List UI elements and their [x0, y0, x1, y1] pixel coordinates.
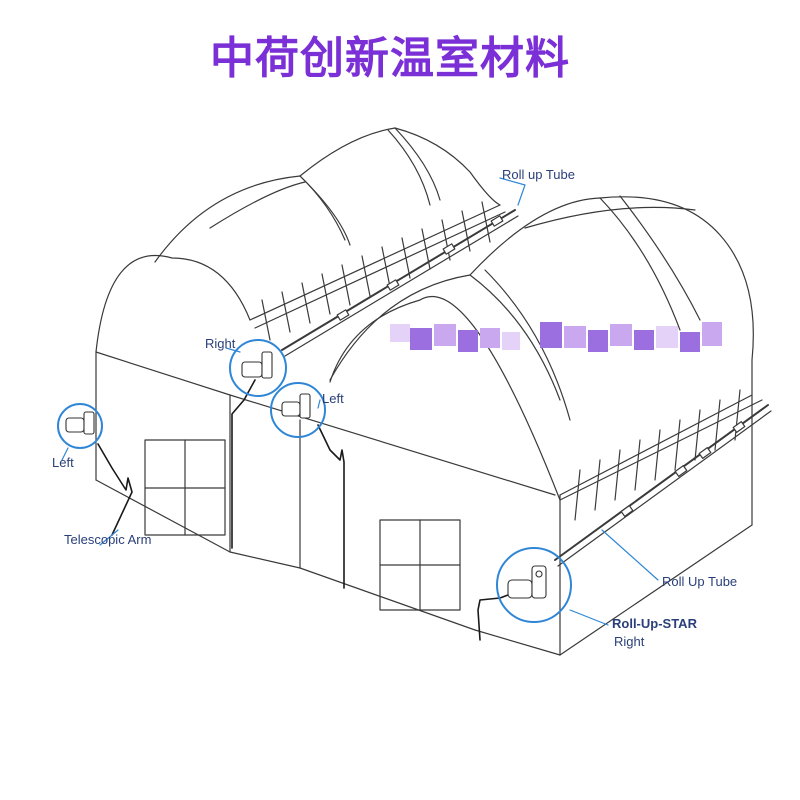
- watermark-mosaic: [390, 318, 725, 360]
- front-front-arch: [329, 295, 561, 501]
- telescopic-arm-left: [97, 443, 133, 536]
- label-right-bottom: Right: [614, 634, 645, 649]
- label-left-side: Left: [52, 455, 74, 470]
- telescopic-arms: [97, 379, 536, 641]
- label-roll-up-tube-top: Roll up Tube: [502, 167, 575, 182]
- callout-left-side: [57, 403, 103, 449]
- front-roll-up-tube: [554, 404, 769, 561]
- tube-couplers: [336, 215, 746, 517]
- label-left-middle: Left: [322, 391, 344, 406]
- telescopic-arm-right-top: [231, 379, 256, 549]
- label-telescopic-arm: Telescopic Arm: [64, 532, 152, 547]
- telescopic-arm-left-mid: [317, 424, 345, 589]
- gear-motor-icon: [65, 351, 547, 599]
- label-right-top: Right: [205, 336, 236, 351]
- front-rear-arch: [599, 196, 754, 361]
- front-greenhouse: [229, 195, 772, 656]
- callout-right-top: [229, 339, 287, 397]
- leader-lines: [61, 177, 659, 626]
- back-eave: [249, 204, 501, 321]
- back-rear-arch: [394, 127, 501, 206]
- callout-left-middle: [270, 382, 326, 438]
- callout-roll-up-star: [496, 547, 572, 623]
- back-front-arch: [95, 254, 251, 353]
- callouts: [57, 339, 572, 623]
- label-roll-up-star: Roll-Up-STAR: [612, 616, 697, 631]
- label-roll-up-tube-bottom: Roll Up Tube: [662, 574, 738, 589]
- back-roll-up-tube: [281, 209, 516, 351]
- page-title: 中荷创新温室材料: [210, 33, 570, 84]
- back-wall-top: [95, 351, 556, 496]
- back-greenhouse: [95, 127, 556, 553]
